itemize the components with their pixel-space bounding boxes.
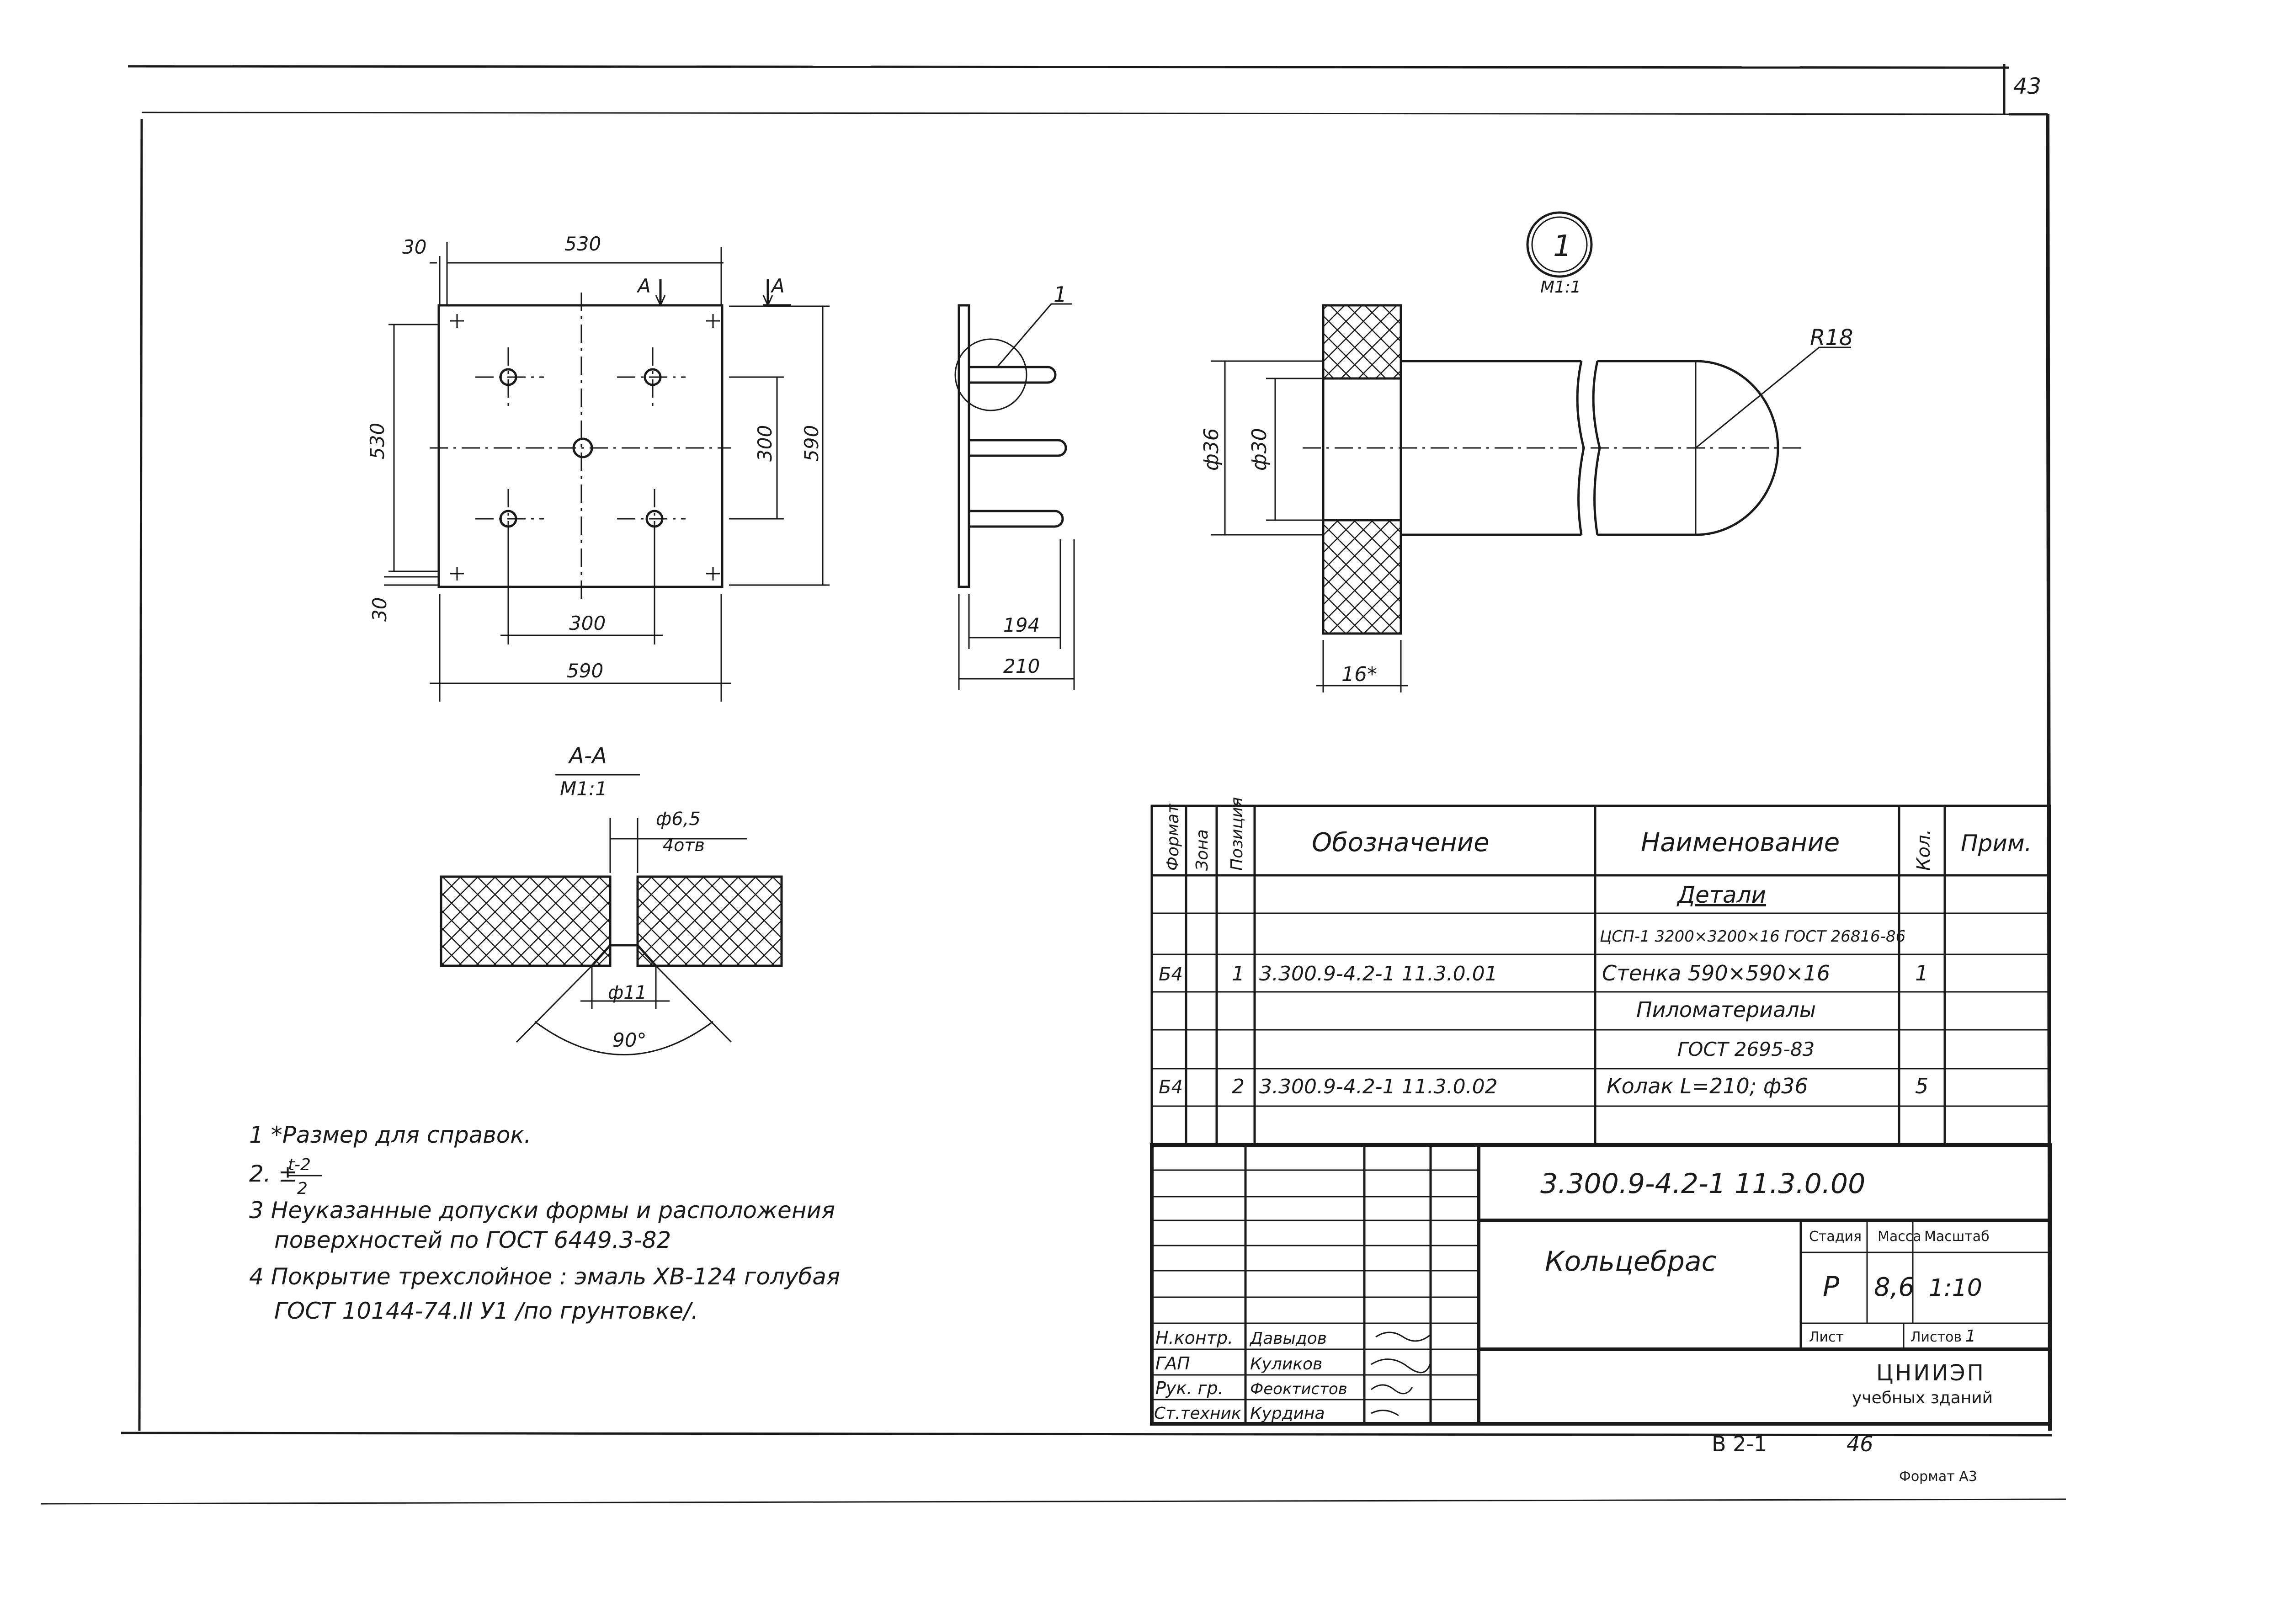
th-note: Прим. (1961, 830, 2032, 857)
th-zone: Зона (1193, 829, 1212, 871)
dim-inner-horizontal: 300 (569, 612, 606, 634)
hole-count: 4отв (663, 835, 705, 855)
footer-code: В 2-1 (1712, 1432, 1767, 1456)
callout-label: 1 (1054, 282, 1067, 307)
role-name: Феоктистов (1250, 1380, 1347, 1398)
row-format: Б4 (1159, 1077, 1183, 1098)
radius-label: R18 (1810, 325, 1853, 351)
dim-height-left: 530 (366, 423, 388, 459)
row-name: ГОСТ 2695-83 (1677, 1038, 1815, 1060)
row-pos: 1 (1232, 962, 1245, 985)
role-label: Рук. гр. (1155, 1378, 1224, 1398)
scale-value: 1:10 (1929, 1274, 1982, 1302)
title-designation: 3.300.9-4.2-1 11.3.0.00 (1540, 1168, 1865, 1200)
section-title: А-А (568, 743, 607, 769)
dim-thickness: 16* (1341, 663, 1377, 686)
hole-marker (572, 437, 593, 458)
note-line: 1 *Размер для справок. (249, 1122, 531, 1148)
plate-side-view (954, 303, 1075, 690)
row-name: Пиломатериалы (1636, 997, 1816, 1022)
section-scale: М1:1 (560, 777, 607, 800)
stage-label: Стадия (1809, 1229, 1862, 1245)
note-line: 2. ± (249, 1161, 298, 1187)
role-label: Н.контр. (1155, 1328, 1233, 1348)
th-qty: Кол. (1913, 829, 1934, 871)
row-name: Стенка 590×590×16 (1602, 961, 1830, 985)
sheet-label: Лист (1809, 1329, 1844, 1345)
hole-top-dim: ф6,5 (656, 809, 701, 830)
th-format: Формат (1164, 804, 1182, 871)
dim-side-outer: 210 (1003, 655, 1040, 677)
dim-inner-vertical: 300 (754, 425, 776, 462)
note-fraction-num: t-2 (288, 1155, 311, 1174)
mass-label: Масса (1878, 1229, 1921, 1245)
row-name: Колак L=210; ф36 (1607, 1074, 1808, 1098)
callout-scale: М1:1 (1540, 278, 1581, 297)
role-label: ГАП (1155, 1353, 1190, 1374)
footer-format: Формат А3 (1899, 1469, 1977, 1485)
row-format: Б4 (1159, 964, 1183, 985)
row-name: Детали (1676, 882, 1766, 908)
note-line: 3 Неуказанные допуски формы и расположен… (249, 1197, 835, 1224)
row-designation: 3.300.9-4.2-1 11.3.0.02 (1259, 1075, 1498, 1098)
dim-span-top: 530 (564, 233, 601, 255)
hole-marker (499, 368, 517, 386)
angle-dim: 90° (612, 1029, 646, 1051)
dim-outer-horizontal: 590 (567, 660, 603, 682)
org-name: ЦНИИЭП (1876, 1360, 1985, 1386)
th-designation: Обозначение (1312, 828, 1490, 857)
plate-front-view (384, 242, 830, 702)
dim-edge-bottom: 30 (368, 597, 391, 622)
mass-value: 8,6 (1874, 1273, 1915, 1302)
th-position: Позиция (1228, 797, 1246, 871)
section-mark-left: А (636, 275, 651, 297)
th-name: Наименование (1641, 828, 1840, 857)
notes: 1 *Размер для справок. 2. ± t-2 2 3 Неук… (249, 1122, 840, 1324)
row-pos: 2 (1232, 1075, 1245, 1098)
callout-number: 1 (1553, 229, 1572, 263)
section-a-a (440, 774, 783, 1055)
scale-label: Масштаб (1924, 1229, 1990, 1245)
footer-page: 46 (1847, 1432, 1873, 1456)
title-item-name: Кольцебрас (1545, 1246, 1717, 1278)
row-name: ЦСП-1 3200×3200×16 ГОСТ 26816-86 (1600, 927, 1905, 946)
dim-dia-inner: ф30 (1248, 428, 1271, 471)
dim-outer-vertical: 590 (800, 425, 823, 462)
note-fraction-den: 2 (297, 1179, 308, 1198)
row-qty: 1 (1915, 961, 1928, 985)
page-number: 43 (2013, 74, 2041, 99)
sheets-label: Листов (1910, 1329, 1962, 1345)
row-qty: 5 (1915, 1074, 1928, 1098)
dim-edge-top: 30 (402, 236, 426, 258)
hole-bottom-dim: ф11 (608, 982, 647, 1003)
org-sub: учебных зданий (1852, 1389, 1993, 1407)
row-designation: 3.300.9-4.2-1 11.3.0.01 (1259, 962, 1498, 985)
detail-view (1211, 211, 1851, 692)
stage-value: Р (1823, 1271, 1840, 1303)
note-line: 4 Покрытие трехслойное : эмаль ХВ-124 го… (249, 1263, 840, 1290)
dim-side-inner: 194 (1003, 614, 1040, 636)
section-mark-right: А (770, 275, 785, 297)
hole-marker (644, 368, 662, 386)
role-label: Ст.техник (1154, 1404, 1241, 1423)
role-name: Куликов (1250, 1355, 1322, 1374)
dim-dia-outer: ф36 (1200, 428, 1223, 471)
role-name: Курдина (1250, 1404, 1325, 1423)
role-name: Давыдов (1249, 1329, 1327, 1348)
title-block (1150, 1143, 2052, 1426)
note-line: поверхностей по ГОСТ 6449.3-82 (274, 1227, 671, 1253)
note-line: ГОСТ 10144-74.II У1 /по грунтовке/. (274, 1298, 698, 1324)
sheets-value: 1 (1965, 1327, 1976, 1346)
